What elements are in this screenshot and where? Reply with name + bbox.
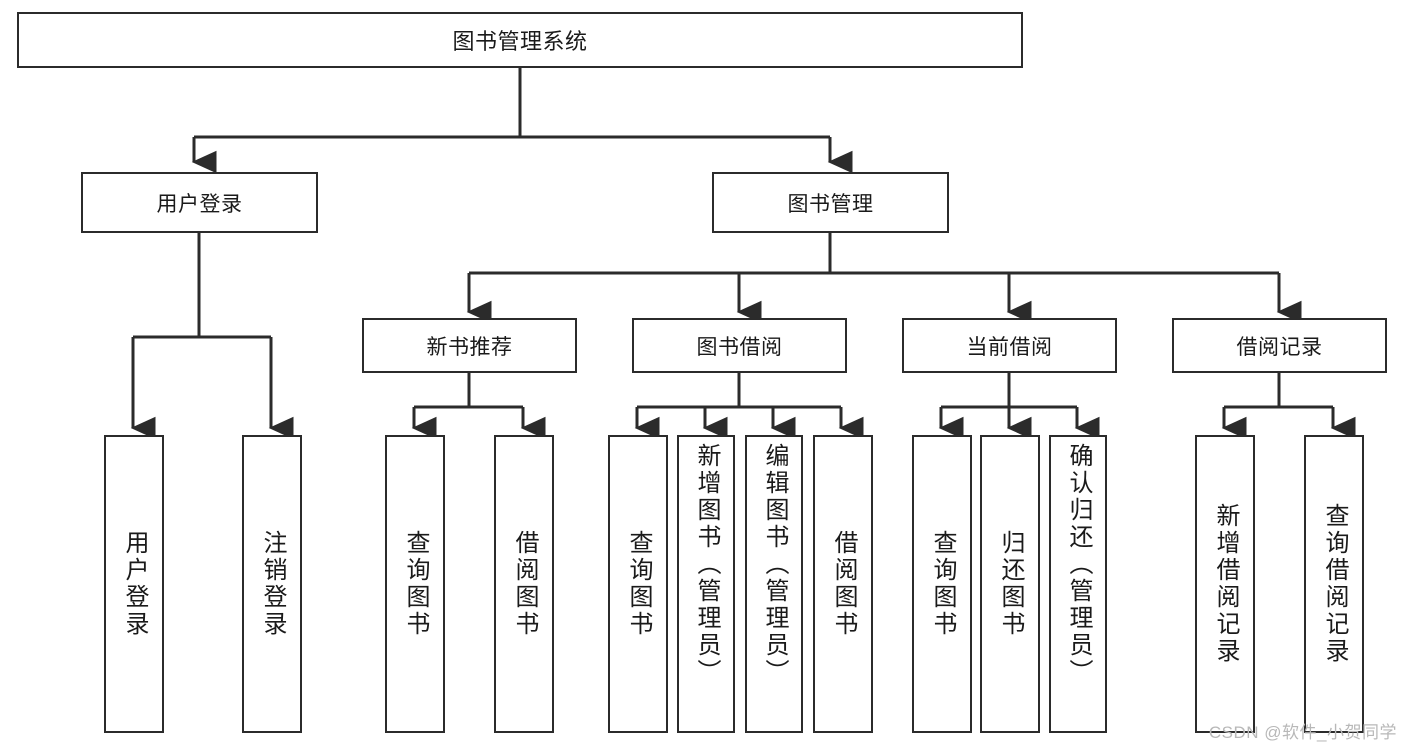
leaf-query-books-new[interactable]: 查询图书 [385, 435, 445, 733]
leaf-query-books-borrow[interactable]: 查询图书 [608, 435, 668, 733]
node-borrow-records[interactable]: 借阅记录 [1172, 318, 1387, 373]
leaf-logout[interactable]: 注销登录 [242, 435, 302, 733]
node-book-borrow[interactable]: 图书借阅 [632, 318, 847, 373]
node-current-borrow[interactable]: 当前借阅 [902, 318, 1117, 373]
leaf-return-book[interactable]: 归还图书 [980, 435, 1040, 733]
leaf-add-book-admin[interactable]: 新增图书（管理员） [677, 435, 735, 733]
leaf-add-borrow-record[interactable]: 新增借阅记录 [1195, 435, 1255, 733]
node-new-book-recommend[interactable]: 新书推荐 [362, 318, 577, 373]
node-book-management[interactable]: 图书管理 [712, 172, 949, 233]
node-user-login[interactable]: 用户登录 [81, 172, 318, 233]
leaf-query-borrow-record[interactable]: 查询借阅记录 [1304, 435, 1364, 733]
leaf-borrow-book[interactable]: 借阅图书 [813, 435, 873, 733]
leaf-borrow-books-new[interactable]: 借阅图书 [494, 435, 554, 733]
leaf-edit-book-admin[interactable]: 编辑图书（管理员） [745, 435, 803, 733]
leaf-user-login[interactable]: 用户登录 [104, 435, 164, 733]
node-book-management-system[interactable]: 图书管理系统 [17, 12, 1023, 68]
watermark-text: CSDN @软件_小贺同学 [1208, 723, 1397, 742]
leaf-query-books-current[interactable]: 查询图书 [912, 435, 972, 733]
leaf-confirm-return-admin[interactable]: 确认归还（管理员） [1049, 435, 1107, 733]
